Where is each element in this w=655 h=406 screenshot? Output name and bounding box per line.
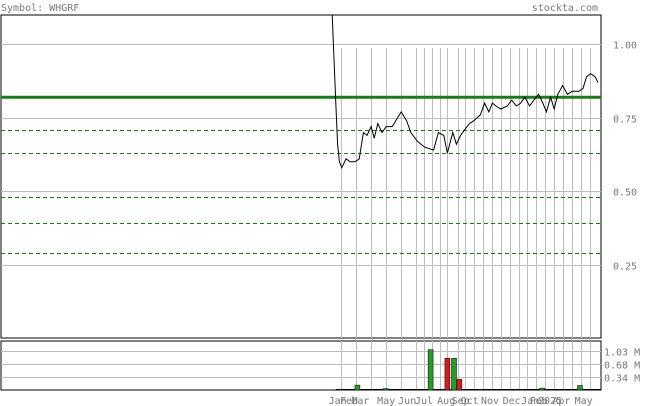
x-tick-label: 2025 xyxy=(538,396,562,406)
volume-bar xyxy=(444,358,451,391)
site-label: stockta.com xyxy=(532,3,598,14)
x-tick-label: Apr xyxy=(552,396,570,406)
price-tick-label: 0.75 xyxy=(613,115,637,126)
x-tick-label: May xyxy=(575,396,593,406)
x-tick-label: Mar xyxy=(351,396,369,406)
volume-bar xyxy=(337,388,343,391)
x-tick-label: Jan xyxy=(329,396,347,406)
volume-bar xyxy=(451,358,457,391)
x-tick-label: Dec xyxy=(503,396,521,406)
x-tick-label: Nov xyxy=(481,396,499,406)
volume-bar xyxy=(539,387,545,391)
price-panel: 1.00 0.75 0.50 0.25 xyxy=(0,14,637,339)
volume-tick-label: 1.03 M xyxy=(604,348,640,359)
x-tick-label: Feb xyxy=(340,396,358,406)
x-tick-label: Sep xyxy=(452,396,470,406)
volume-panel: 1.03 M 0.68 M 0.34 M xyxy=(0,340,640,391)
x-tick-label: Jul xyxy=(415,396,433,406)
x-tick-label: Jun xyxy=(398,396,416,406)
volume-bar xyxy=(382,388,389,391)
x-tick-label: Oct xyxy=(461,396,479,406)
volume-bar xyxy=(577,385,583,391)
volume-bar xyxy=(354,384,361,391)
x-tick-label: Feb xyxy=(530,396,548,406)
x-tick-label: Aug xyxy=(437,396,455,406)
symbol-label: Symbol: WHGRF xyxy=(1,3,79,14)
volume-bar xyxy=(456,379,463,391)
x-tick-label: Jan xyxy=(521,396,539,406)
volume-bar xyxy=(477,388,483,391)
volume-tick-label: 0.34 M xyxy=(604,374,640,385)
volume-tick-label: 0.68 M xyxy=(604,361,640,372)
x-tick-label: May xyxy=(377,396,395,406)
price-line xyxy=(331,14,599,169)
price-tick-label: 0.50 xyxy=(613,188,637,199)
price-tick-label: 1.00 xyxy=(613,41,637,52)
price-tick-label: 0.25 xyxy=(613,262,637,273)
volume-bar xyxy=(517,388,524,391)
volume-bar xyxy=(427,349,434,391)
